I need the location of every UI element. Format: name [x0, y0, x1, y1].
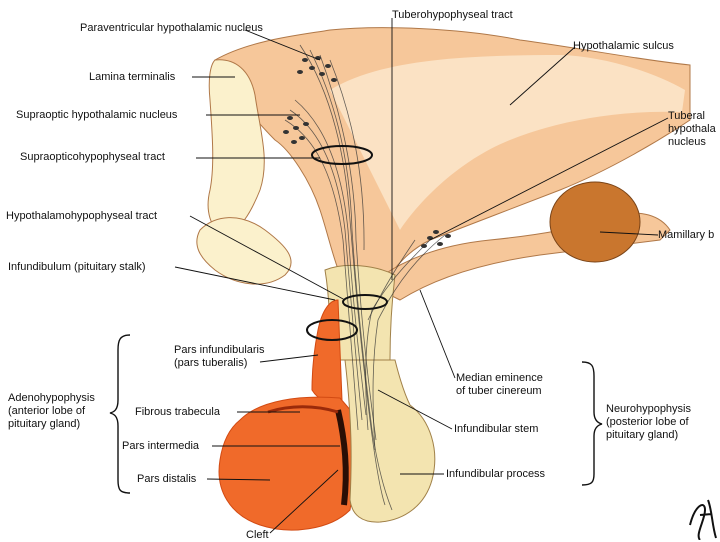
neuron-cell [283, 130, 289, 134]
label-infundibular-stem: Infundibular stem [454, 423, 538, 436]
label-hypothalamohypophyseal-tract: Hypothalamohypophyseal tract [6, 210, 157, 223]
adenohypophysis-brace [110, 335, 130, 493]
neuron-cell [421, 244, 427, 248]
label-neurohypophysis: Neurohypophysis (posterior lobe of pitui… [606, 403, 691, 442]
neuron-cell [293, 126, 299, 130]
label-tuberohypophyseal-tract: Tuberohypophyseal tract [392, 9, 513, 22]
neuron-cell [299, 136, 305, 140]
neuron-cell [302, 58, 308, 62]
label-supraoptic-nucleus: Supraoptic hypothalamic nucleus [16, 109, 177, 122]
neuron-cell [303, 122, 309, 126]
label-infundibular-process: Infundibular process [446, 468, 545, 481]
label-lamina-terminalis: Lamina terminalis [89, 71, 175, 84]
label-cleft: Cleft [246, 529, 269, 542]
neuron-cell [445, 234, 451, 238]
label-infundibulum: Infundibulum (pituitary stalk) [8, 261, 146, 274]
neuron-cell [433, 230, 439, 234]
label-paraventricular-nucleus: Paraventricular hypothalamic nucleus [80, 22, 263, 35]
label-adenohypophysis: Adenohypophysis (anterior lobe of pituit… [8, 392, 95, 431]
label-hypothalamic-sulcus: Hypothalamic sulcus [573, 40, 674, 53]
neurohypophysis-brace [582, 362, 602, 485]
author-signature [690, 500, 716, 540]
mamillary-body [550, 182, 640, 262]
label-pars-distalis: Pars distalis [137, 473, 196, 486]
label-fibrous-trabecula: Fibrous trabecula [135, 406, 220, 419]
anterior-lobe [219, 397, 354, 530]
leader-line [260, 355, 318, 362]
neuron-cell [297, 70, 303, 74]
label-mamillary-body: Mamillary b [658, 229, 714, 242]
label-pars-infundibularis: Pars infundibularis (pars tuberalis) [174, 344, 265, 370]
leader-line [420, 290, 455, 378]
neuron-cell [291, 140, 297, 144]
neuron-cell [325, 64, 331, 68]
neuron-cell [309, 66, 315, 70]
label-median-eminence: Median eminence of tuber cinereum [456, 372, 543, 398]
neuron-cell [287, 116, 293, 120]
neuron-cell [319, 72, 325, 76]
label-tuberal-nucleus: Tuberal hypothala nucleus [668, 110, 716, 149]
pars-tuberalis [312, 300, 342, 402]
label-supraopticohypophyseal-tract: Supraopticohypophyseal tract [20, 151, 165, 164]
neuron-cell [437, 242, 443, 246]
neuron-cell [331, 78, 337, 82]
label-pars-intermedia: Pars intermedia [122, 440, 199, 453]
